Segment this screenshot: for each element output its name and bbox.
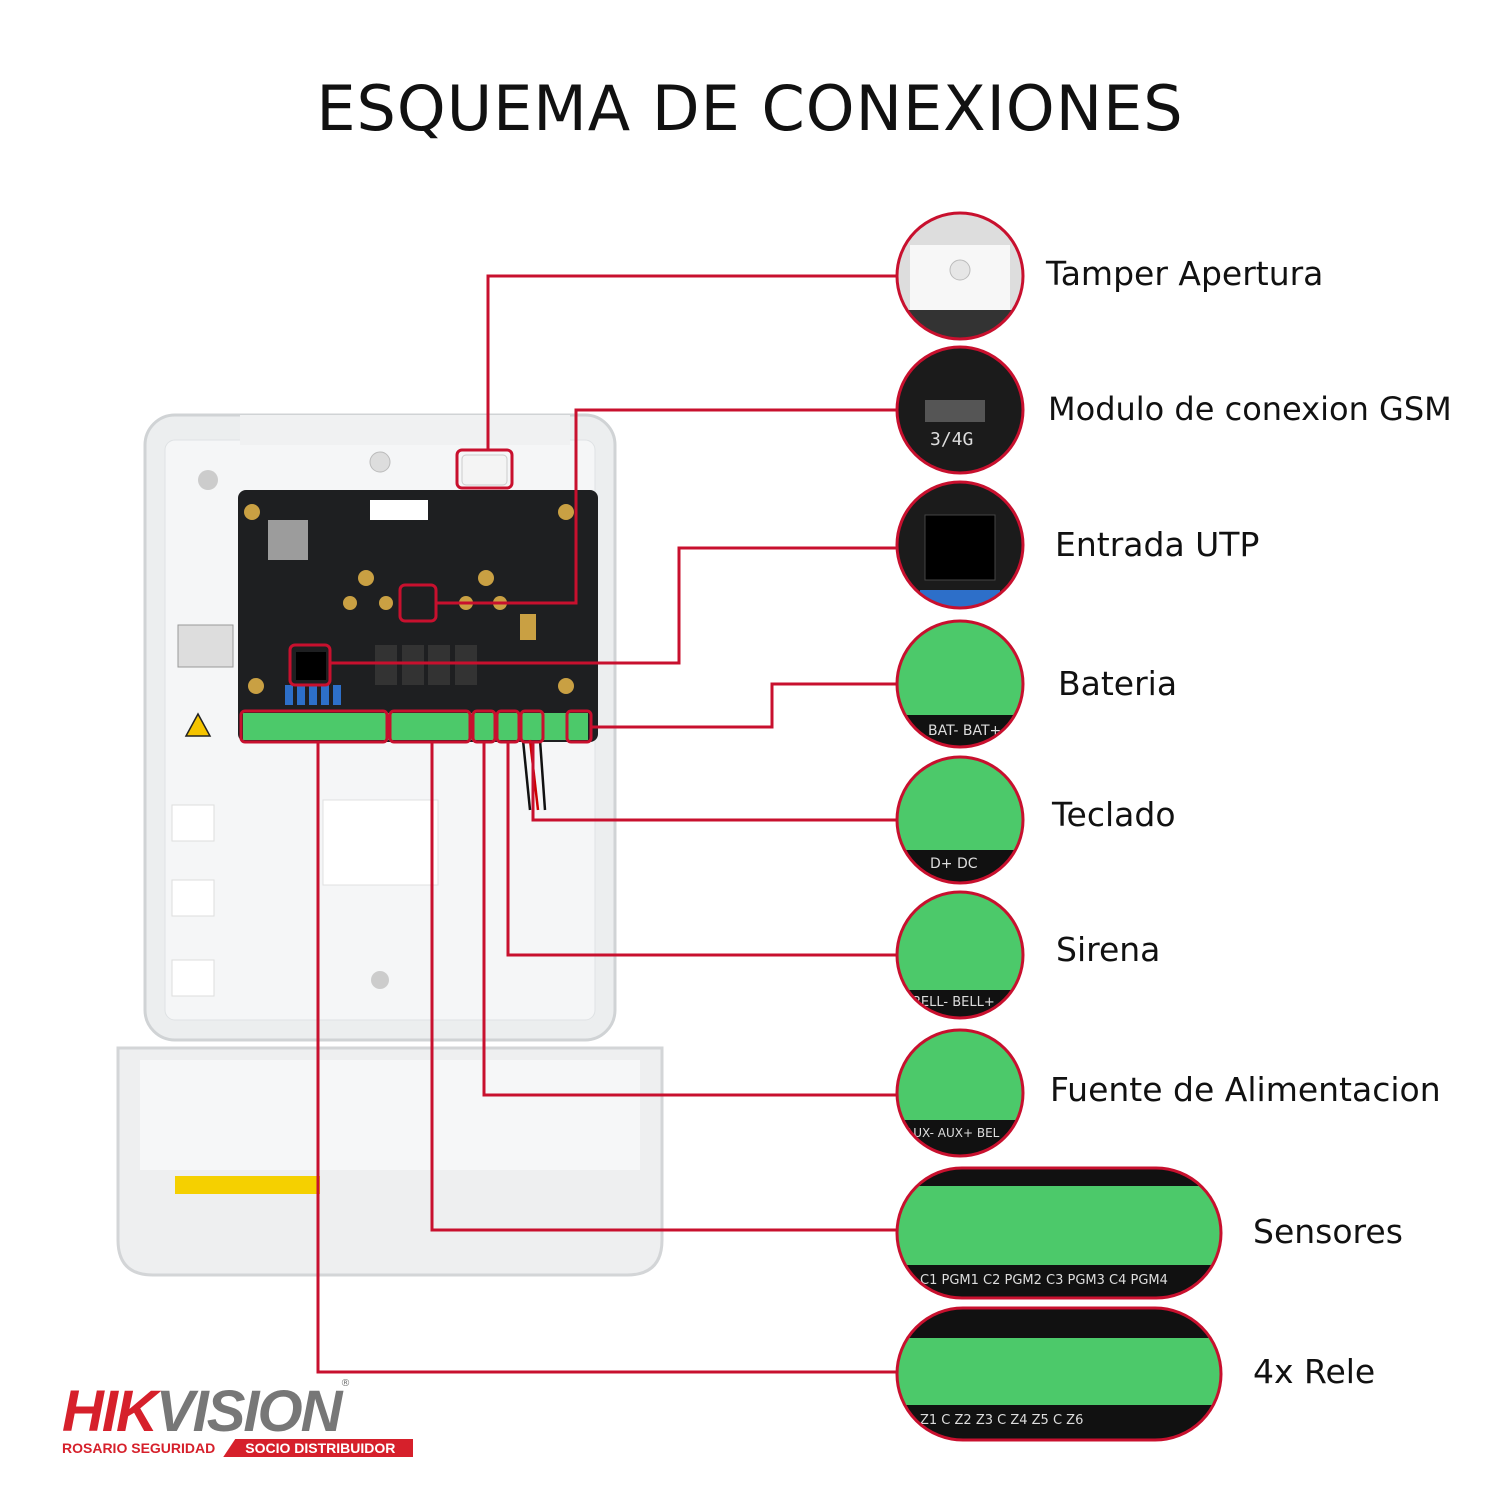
teclado-terminal-label: D+ DC xyxy=(930,856,978,872)
detail-sirena: BELL- BELL+ xyxy=(897,892,1023,1018)
label-bateria: Bateria xyxy=(1058,664,1178,703)
sensores-terminal-label: C1 PGM1 C2 PGM2 C3 PGM3 C4 PGM4 xyxy=(920,1273,1168,1288)
logo-brand-b: VISION xyxy=(155,1379,343,1444)
gsm-label: 3/4G xyxy=(930,429,973,450)
line-bateria xyxy=(591,682,897,729)
logo-brand-a: HIK xyxy=(62,1379,158,1444)
detail-gsm: 3/4G xyxy=(897,347,1023,473)
bateria-terminal-label: BAT- BAT+ xyxy=(928,723,1001,739)
label-tamper: Tamper Apertura xyxy=(1046,254,1324,293)
line-fuente xyxy=(482,742,897,1097)
label-teclado: Teclado xyxy=(1052,795,1176,834)
detail-tamper xyxy=(897,213,1023,339)
label-rele: 4x Rele xyxy=(1253,1352,1376,1391)
label-sensores: Sensores xyxy=(1253,1212,1403,1251)
line-tamper xyxy=(486,274,897,450)
detail-sensores: C1 PGM1 C2 PGM2 C3 PGM3 C4 PGM4 xyxy=(897,1168,1221,1298)
line-sirena xyxy=(506,742,897,957)
detail-fuente: AUX- AUX+ BEL xyxy=(897,1030,1023,1156)
detail-rele: Z1 C Z2 Z3 C Z4 Z5 C Z6 xyxy=(897,1308,1221,1440)
page-title: ESQUEMA DE CONEXIONES xyxy=(316,72,1184,145)
detail-teclado: D+ DC xyxy=(897,757,1023,883)
detail-bateria: BAT- BAT+ xyxy=(897,621,1023,747)
line-gsm xyxy=(436,408,897,605)
logo-badge: SOCIO DISTRIBUIDOR xyxy=(223,1439,414,1457)
detail-frames xyxy=(895,211,1223,1442)
detail-utp xyxy=(897,482,1023,608)
hikvision-logo: HIKVISION® ROSARIO SEGURIDAD SOCIO DISTRI… xyxy=(62,1378,414,1457)
highlight-boxes xyxy=(239,448,593,744)
line-teclado xyxy=(531,742,897,822)
logo-registered: ® xyxy=(340,1378,351,1389)
line-sensores xyxy=(430,742,897,1232)
fuente-terminal-label: AUX- AUX+ BEL xyxy=(905,1126,1000,1140)
label-gsm: Modulo de conexion GSM xyxy=(1048,390,1452,428)
label-utp: Entrada UTP xyxy=(1055,525,1260,564)
label-sirena: Sirena xyxy=(1056,930,1161,969)
line-utp xyxy=(330,546,897,665)
logo-dealer: ROSARIO SEGURIDAD xyxy=(62,1440,216,1456)
line-rele xyxy=(316,742,897,1374)
label-fuente: Fuente de Alimentacion xyxy=(1050,1070,1441,1109)
alarm-panel-enclosure xyxy=(116,413,664,1277)
sirena-terminal-label: BELL- BELL+ xyxy=(912,995,995,1010)
rele-terminal-label: Z1 C Z2 Z3 C Z4 Z5 C Z6 xyxy=(920,1413,1083,1428)
connector-lines xyxy=(316,274,897,1374)
